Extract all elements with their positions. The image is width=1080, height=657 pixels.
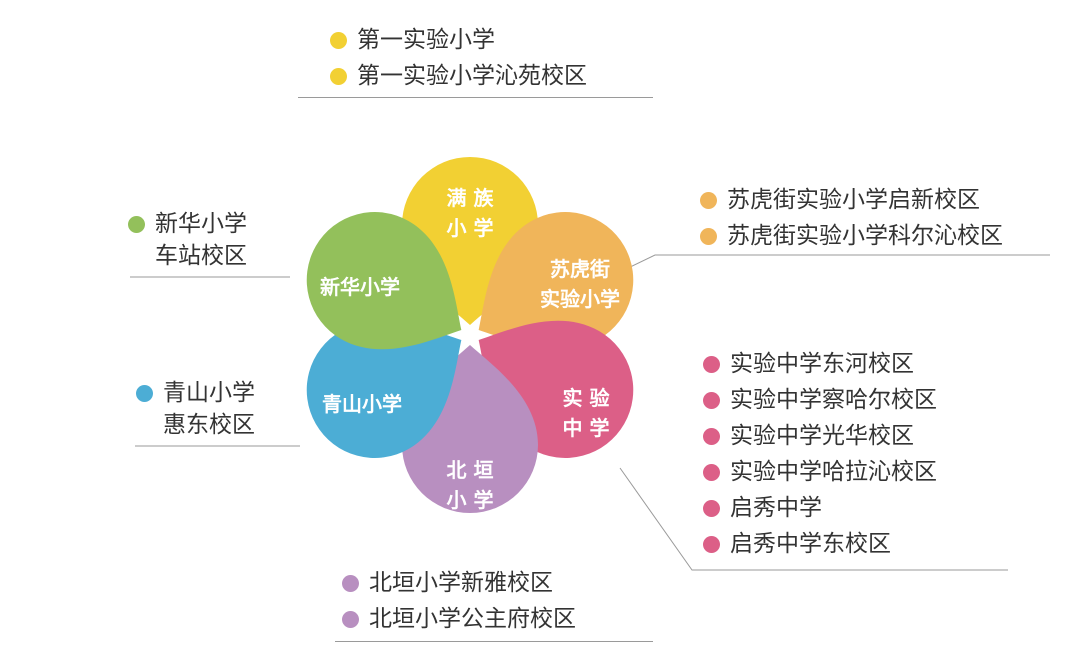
bullet-dot xyxy=(700,191,717,209)
bullet-dot xyxy=(330,31,347,49)
petal-label-xinhua: 新华小学 xyxy=(308,272,412,302)
petal-label-manzu-line2: 小 学 xyxy=(446,216,494,240)
list-item: 第一实验小学 xyxy=(330,22,587,58)
petal-label-shiyan-line1: 实 验 xyxy=(562,386,610,410)
list-item: 实验中学察哈尔校区 xyxy=(703,382,937,418)
petal-label-manzu: 满 族 小 学 xyxy=(430,183,510,243)
list-beiyuan: 北垣小学新雅校区 北垣小学公主府校区 xyxy=(342,565,576,637)
list-item: 苏虎街实验小学启新校区 xyxy=(700,182,1003,218)
bullet-dot xyxy=(703,499,720,517)
list-item-text: 实验中学察哈尔校区 xyxy=(730,387,937,413)
petal-label-beiyuan-line1: 北 垣 xyxy=(446,458,494,482)
list-item-text: 北垣小学公主府校区 xyxy=(369,606,576,632)
list-item-text-line2: 惠东校区 xyxy=(163,412,255,438)
petal-label-shiyan-line2: 中 学 xyxy=(562,416,610,440)
bullet-dot xyxy=(703,463,720,481)
petal-label-suhujie-line2: 实验小学 xyxy=(540,287,620,311)
bullet-dot xyxy=(703,391,720,409)
list-qingshan: 青山小学 惠东校区 xyxy=(136,377,255,441)
connector-line-shiyan xyxy=(619,467,1008,571)
rule-top xyxy=(298,97,653,98)
list-xinhua: 新华小学 车站校区 xyxy=(128,208,247,272)
list-item-text: 苏虎街实验小学科尔沁校区 xyxy=(727,223,1003,249)
petal-label-beiyuan-line2: 小 学 xyxy=(446,488,494,512)
list-item-text: 实验中学哈拉沁校区 xyxy=(730,459,937,485)
list-item-text: 第一实验小学沁苑校区 xyxy=(357,63,587,89)
bullet-dot xyxy=(136,385,153,402)
bullet-dot xyxy=(703,355,720,373)
connector-line-suhujie xyxy=(619,254,1050,273)
petal-label-beiyuan: 北 垣 小 学 xyxy=(430,455,510,515)
list-item: 新华小学 车站校区 xyxy=(128,208,247,272)
petal-xinhua xyxy=(306,212,462,350)
bullet-dot xyxy=(128,216,145,233)
list-item: 北垣小学公主府校区 xyxy=(342,601,576,637)
bullet-dot xyxy=(703,427,720,445)
list-item-text-line2: 车站校区 xyxy=(155,243,247,269)
bullet-dot xyxy=(342,574,359,592)
bullet-dot xyxy=(342,610,359,628)
list-item-text: 苏虎街实验小学启新校区 xyxy=(727,187,980,213)
list-item: 青山小学 惠东校区 xyxy=(136,377,255,441)
list-item: 启秀中学 xyxy=(703,490,937,526)
list-item: 实验中学哈拉沁校区 xyxy=(703,454,937,490)
list-item-text: 实验中学东河校区 xyxy=(730,351,914,377)
list-item: 北垣小学新雅校区 xyxy=(342,565,576,601)
list-item: 实验中学东河校区 xyxy=(703,346,937,382)
list-item-text: 北垣小学新雅校区 xyxy=(369,570,553,596)
list-suhujie: 苏虎街实验小学启新校区 苏虎街实验小学科尔沁校区 xyxy=(700,182,1003,254)
list-item: 苏虎街实验小学科尔沁校区 xyxy=(700,218,1003,254)
list-shiyan: 实验中学东河校区 实验中学察哈尔校区 实验中学光华校区 实验中学哈拉沁校区 启秀… xyxy=(703,346,937,562)
list-item-text-line1: 新华小学 xyxy=(155,211,247,237)
bullet-dot xyxy=(703,535,720,553)
list-item-text: 实验中学光华校区 xyxy=(730,423,914,449)
petal-suhujie xyxy=(478,212,634,350)
petal-label-manzu-line1: 满 族 xyxy=(446,186,494,210)
list-item: 第一实验小学沁苑校区 xyxy=(330,58,587,94)
list-top: 第一实验小学 第一实验小学沁苑校区 xyxy=(330,22,587,94)
petal-label-xinhua-line1: 新华小学 xyxy=(320,275,400,299)
bullet-dot xyxy=(330,67,347,85)
bullet-dot xyxy=(700,227,717,245)
petal-label-qingshan: 青山小学 xyxy=(310,389,414,419)
petal-qingshan xyxy=(306,320,462,458)
petal-label-qingshan-line1: 青山小学 xyxy=(322,392,402,416)
list-item-text: 启秀中学 xyxy=(730,495,822,521)
list-item: 启秀中学东校区 xyxy=(703,526,937,562)
list-item-text: 启秀中学东校区 xyxy=(730,531,891,557)
list-item-text: 第一实验小学 xyxy=(357,27,495,53)
list-item: 实验中学光华校区 xyxy=(703,418,937,454)
list-item-text-line1: 青山小学 xyxy=(163,380,255,406)
petal-label-suhujie-line1: 苏虎街 xyxy=(550,257,610,281)
petal-label-shiyan: 实 验 中 学 xyxy=(546,383,626,443)
petal-label-suhujie: 苏虎街 实验小学 xyxy=(528,254,632,314)
rule-bottom xyxy=(335,641,653,642)
